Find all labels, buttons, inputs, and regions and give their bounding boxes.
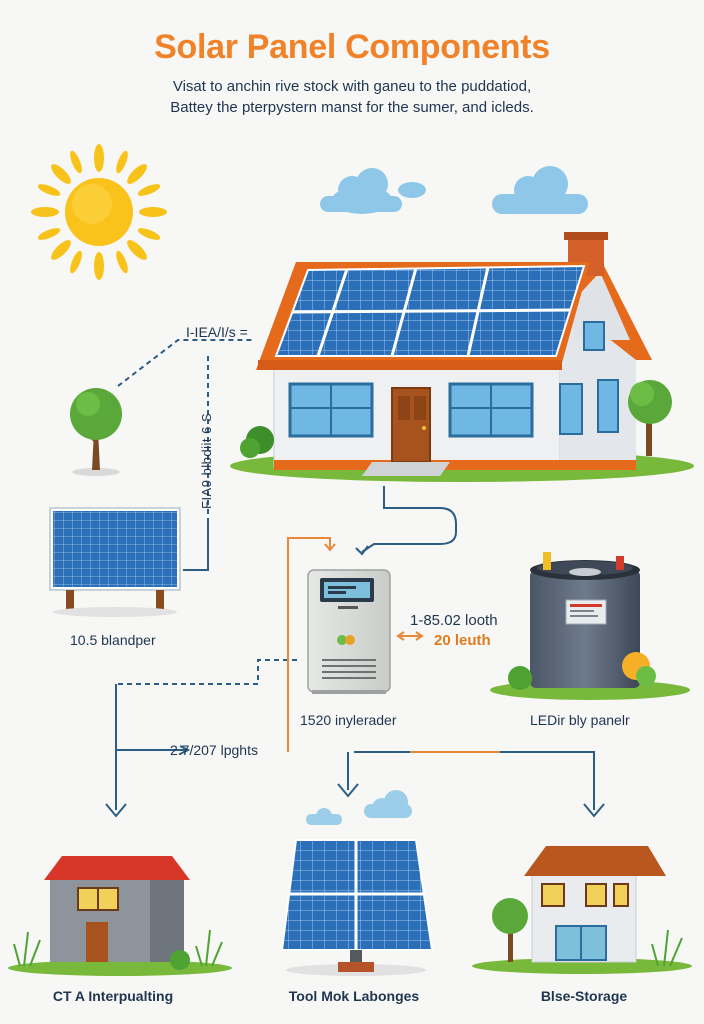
battery-readout-line-1: 1-85.02 looth [410,612,498,629]
cloud-icon [306,790,412,825]
house-icon [472,846,692,974]
cloud-icon [320,168,426,214]
bottom-item-1-label: CT A Interpualting [52,988,174,1004]
tree-icon [70,388,122,476]
tree-icon [628,380,672,456]
cloud-icon [492,166,588,214]
connector-top-label: I-IEA/I/s = [186,324,248,340]
inverter-label: 1520 inylerader [300,712,397,728]
sun-icon [31,144,167,280]
inverter-icon [307,569,391,694]
arrow-right-icon [415,631,424,641]
connector-solid [115,486,595,810]
arrow-down-icon [324,543,336,552]
battery-icon [490,552,690,700]
arrow-heads [105,545,605,818]
bottom-item-2-label: Tool Mok Labonges [288,988,420,1004]
bottom-item-3-label: Blse-Storage [540,988,628,1004]
arrow-left-icon [396,631,405,641]
solar-panel-icon [49,507,181,617]
building-icon [8,856,232,976]
panel-label: 10.5 blandper [70,632,156,648]
battery-label: LEDir bly panelr [530,712,630,728]
page-subtitle: Visat to anchin rive stock with ganeu to… [0,76,704,118]
solar-panel-icon [280,839,434,976]
connector-lines [117,339,300,685]
arrow-down-icon [355,545,369,556]
connector-vertical-label: FIA9 blbdiit 6 S [199,412,214,509]
battery-readout-line-2: 20 leuth [434,632,491,649]
arrow-down-icon [337,783,359,798]
subtitle-line-2: Battey the pterpystern manst for the sum… [170,99,534,116]
arrow-down-icon [105,803,127,818]
arrow-down-icon [583,803,605,818]
page-title: Solar Panel Components [154,28,550,66]
inverter-output-label: 2.7/207 lpghts [170,742,258,758]
subtitle-line-1: Visat to anchin rive stock with ganeu to… [172,78,532,95]
connector-orange [287,537,500,753]
arrow-right-icon [179,745,191,755]
house-with-solar-roof [230,232,694,482]
